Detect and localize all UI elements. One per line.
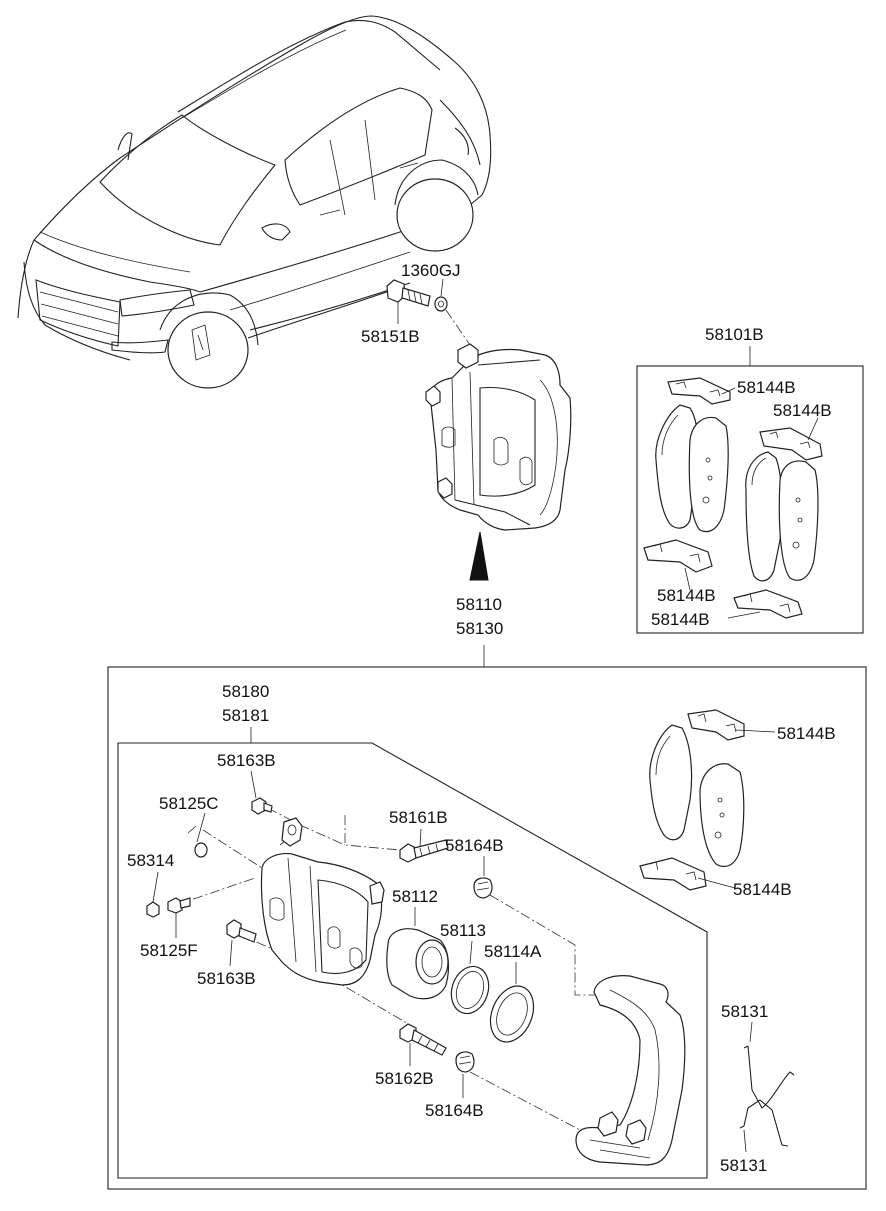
boot-58164B-top — [473, 877, 493, 899]
anti-rattle-springs-58131 — [739, 1045, 795, 1147]
label-58131-top: 58131 — [721, 1002, 768, 1021]
label-58181: 58181 — [222, 706, 269, 725]
washer-1360GJ — [434, 296, 448, 312]
label-58180: 58180 — [222, 682, 269, 701]
pads-outer-kit — [639, 709, 776, 891]
label-58144B-a: 58144B — [737, 378, 796, 397]
vehicle-illustration — [17, 15, 492, 389]
caliper-housing — [260, 817, 385, 986]
label-58144B-f: 58144B — [733, 880, 792, 899]
caliper-carrier-bracket — [575, 975, 686, 1166]
label-58131-bot: 58131 — [720, 1156, 767, 1175]
label-58113: 58113 — [440, 921, 486, 940]
label-58125F: 58125F — [140, 941, 198, 960]
label-58144B-c: 58144B — [657, 586, 716, 605]
label-58144B-e: 58144B — [777, 724, 836, 743]
caliper-subassembly-frame — [117, 742, 708, 1179]
label-58125C: 58125C — [159, 794, 219, 813]
part-labels: 1360GJ 58151B 58101B 58144B 58144B 58144… — [127, 261, 836, 1175]
bleeder-bolt-58163B — [251, 797, 273, 815]
label-58314: 58314 — [127, 851, 174, 870]
label-58144B-d: 58144B — [651, 610, 710, 629]
label-58101B: 58101B — [705, 325, 764, 344]
label-58163B-bot: 58163B — [197, 969, 256, 988]
pad-kit-box — [636, 346, 864, 634]
label-58144B-b: 58144B — [773, 401, 832, 420]
boot-58114A — [489, 985, 535, 1043]
label-58161B: 58161B — [389, 808, 448, 827]
bleeder-58125F — [167, 897, 191, 914]
label-58162B: 58162B — [375, 1069, 434, 1088]
label-58110: 58110 — [456, 595, 502, 614]
guide-pin-58162B — [399, 1023, 447, 1056]
guide-pin-58161B — [399, 839, 449, 863]
label-58164B-bot: 58164B — [425, 1101, 484, 1120]
label-58163B-top: 58163B — [217, 751, 276, 770]
seal-58113 — [450, 965, 490, 1015]
label-58112: 58112 — [392, 887, 438, 906]
caliper-bolt-58151B — [386, 279, 431, 307]
guide-bolt-58163B — [226, 919, 257, 943]
cap-58125C — [187, 825, 208, 858]
label-58130: 58130 — [456, 619, 503, 638]
assembly-arrow — [469, 531, 489, 581]
piston-58112 — [386, 928, 450, 1000]
label-58151B: 58151B — [361, 327, 420, 346]
boot-58164B-bottom — [455, 1051, 475, 1073]
caliper-kit-frame — [107, 666, 867, 1190]
label-58164B-top: 58164B — [445, 836, 504, 855]
label-1360GJ: 1360GJ — [401, 261, 461, 280]
caliper-assembly-top — [386, 279, 572, 581]
label-58114A: 58114A — [484, 942, 542, 961]
cap-58314 — [146, 901, 160, 918]
